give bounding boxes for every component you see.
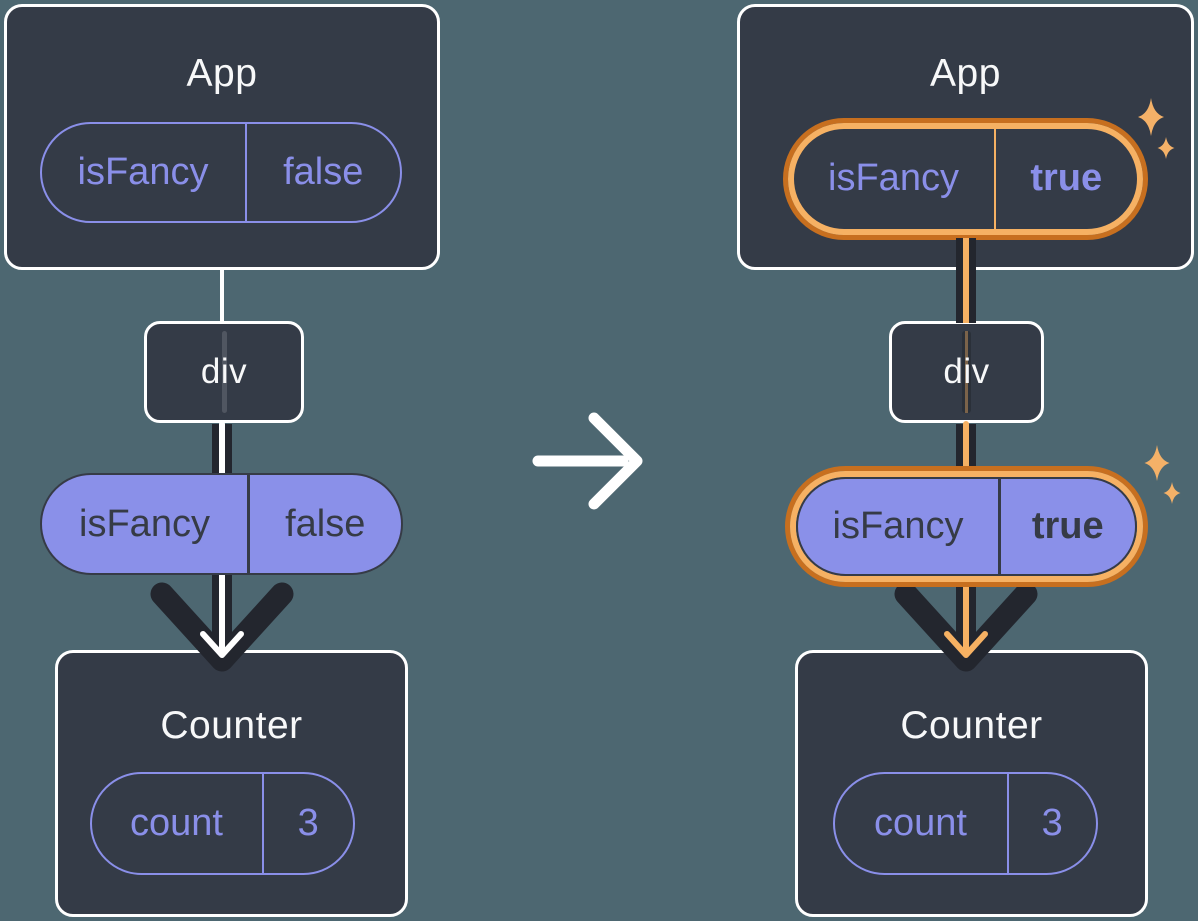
pill-divider	[1006, 773, 1009, 873]
arrow-ghost-line	[962, 331, 971, 413]
after-counter-title: Counter	[900, 704, 1043, 747]
after-div-card: div	[889, 321, 1044, 423]
prop-name-label: isFancy	[832, 505, 964, 547]
pill-divider	[993, 128, 996, 229]
state-name-label: count	[874, 801, 967, 844]
before-div-label: div	[200, 352, 248, 391]
state-name-label: count	[130, 801, 223, 844]
after-counter-state-pill: count 3	[832, 771, 1098, 875]
arrow-ghost-core	[965, 331, 968, 413]
prop-value-label: false	[285, 502, 366, 545]
pill-divider	[247, 475, 250, 573]
pill-divider	[998, 479, 1001, 574]
before-app-prop-pill: isFancy false	[39, 121, 402, 223]
after-passed-prop-pill-highlighted: isFancy true	[785, 466, 1148, 587]
arrow-ghost-line	[221, 331, 227, 413]
before-counter-state-pill: count 3	[89, 771, 355, 875]
state-value-label: 3	[297, 801, 319, 844]
highlight-ring: isFancy true	[787, 122, 1143, 235]
sparkle-icon	[1144, 445, 1170, 481]
prop-name-label: isFancy	[77, 150, 209, 193]
passed-prop-pill: isFancy true	[796, 477, 1137, 576]
sparkle-icon	[1163, 482, 1181, 504]
transition-arrow-icon	[532, 412, 643, 510]
prop-value-label: true	[1030, 157, 1103, 199]
before-passed-prop-pill: isFancy false	[40, 473, 403, 575]
highlight-ring: isFancy true	[790, 471, 1143, 582]
before-counter-card: Counter count 3	[55, 650, 408, 917]
pill-divider	[244, 123, 247, 221]
prop-name-label: isFancy	[79, 502, 210, 545]
pill-divider	[261, 773, 264, 873]
before-counter-title: Counter	[160, 704, 303, 747]
after-div-label: div	[943, 352, 990, 391]
prop-value-label: false	[283, 150, 364, 193]
after-app-prop-pill-highlighted: isFancy true	[782, 117, 1148, 240]
after-app-card: App isFancy true	[737, 4, 1194, 270]
before-app-card: App isFancy false	[4, 4, 440, 270]
after-counter-card: Counter count 3	[795, 650, 1148, 917]
after-app-title: App	[930, 52, 1001, 95]
before-app-title: App	[186, 52, 258, 95]
prop-value-label: true	[1031, 505, 1104, 547]
before-div-card: div	[144, 321, 304, 423]
prop-name-label: isFancy	[828, 157, 959, 199]
state-value-label: 3	[1041, 801, 1063, 844]
